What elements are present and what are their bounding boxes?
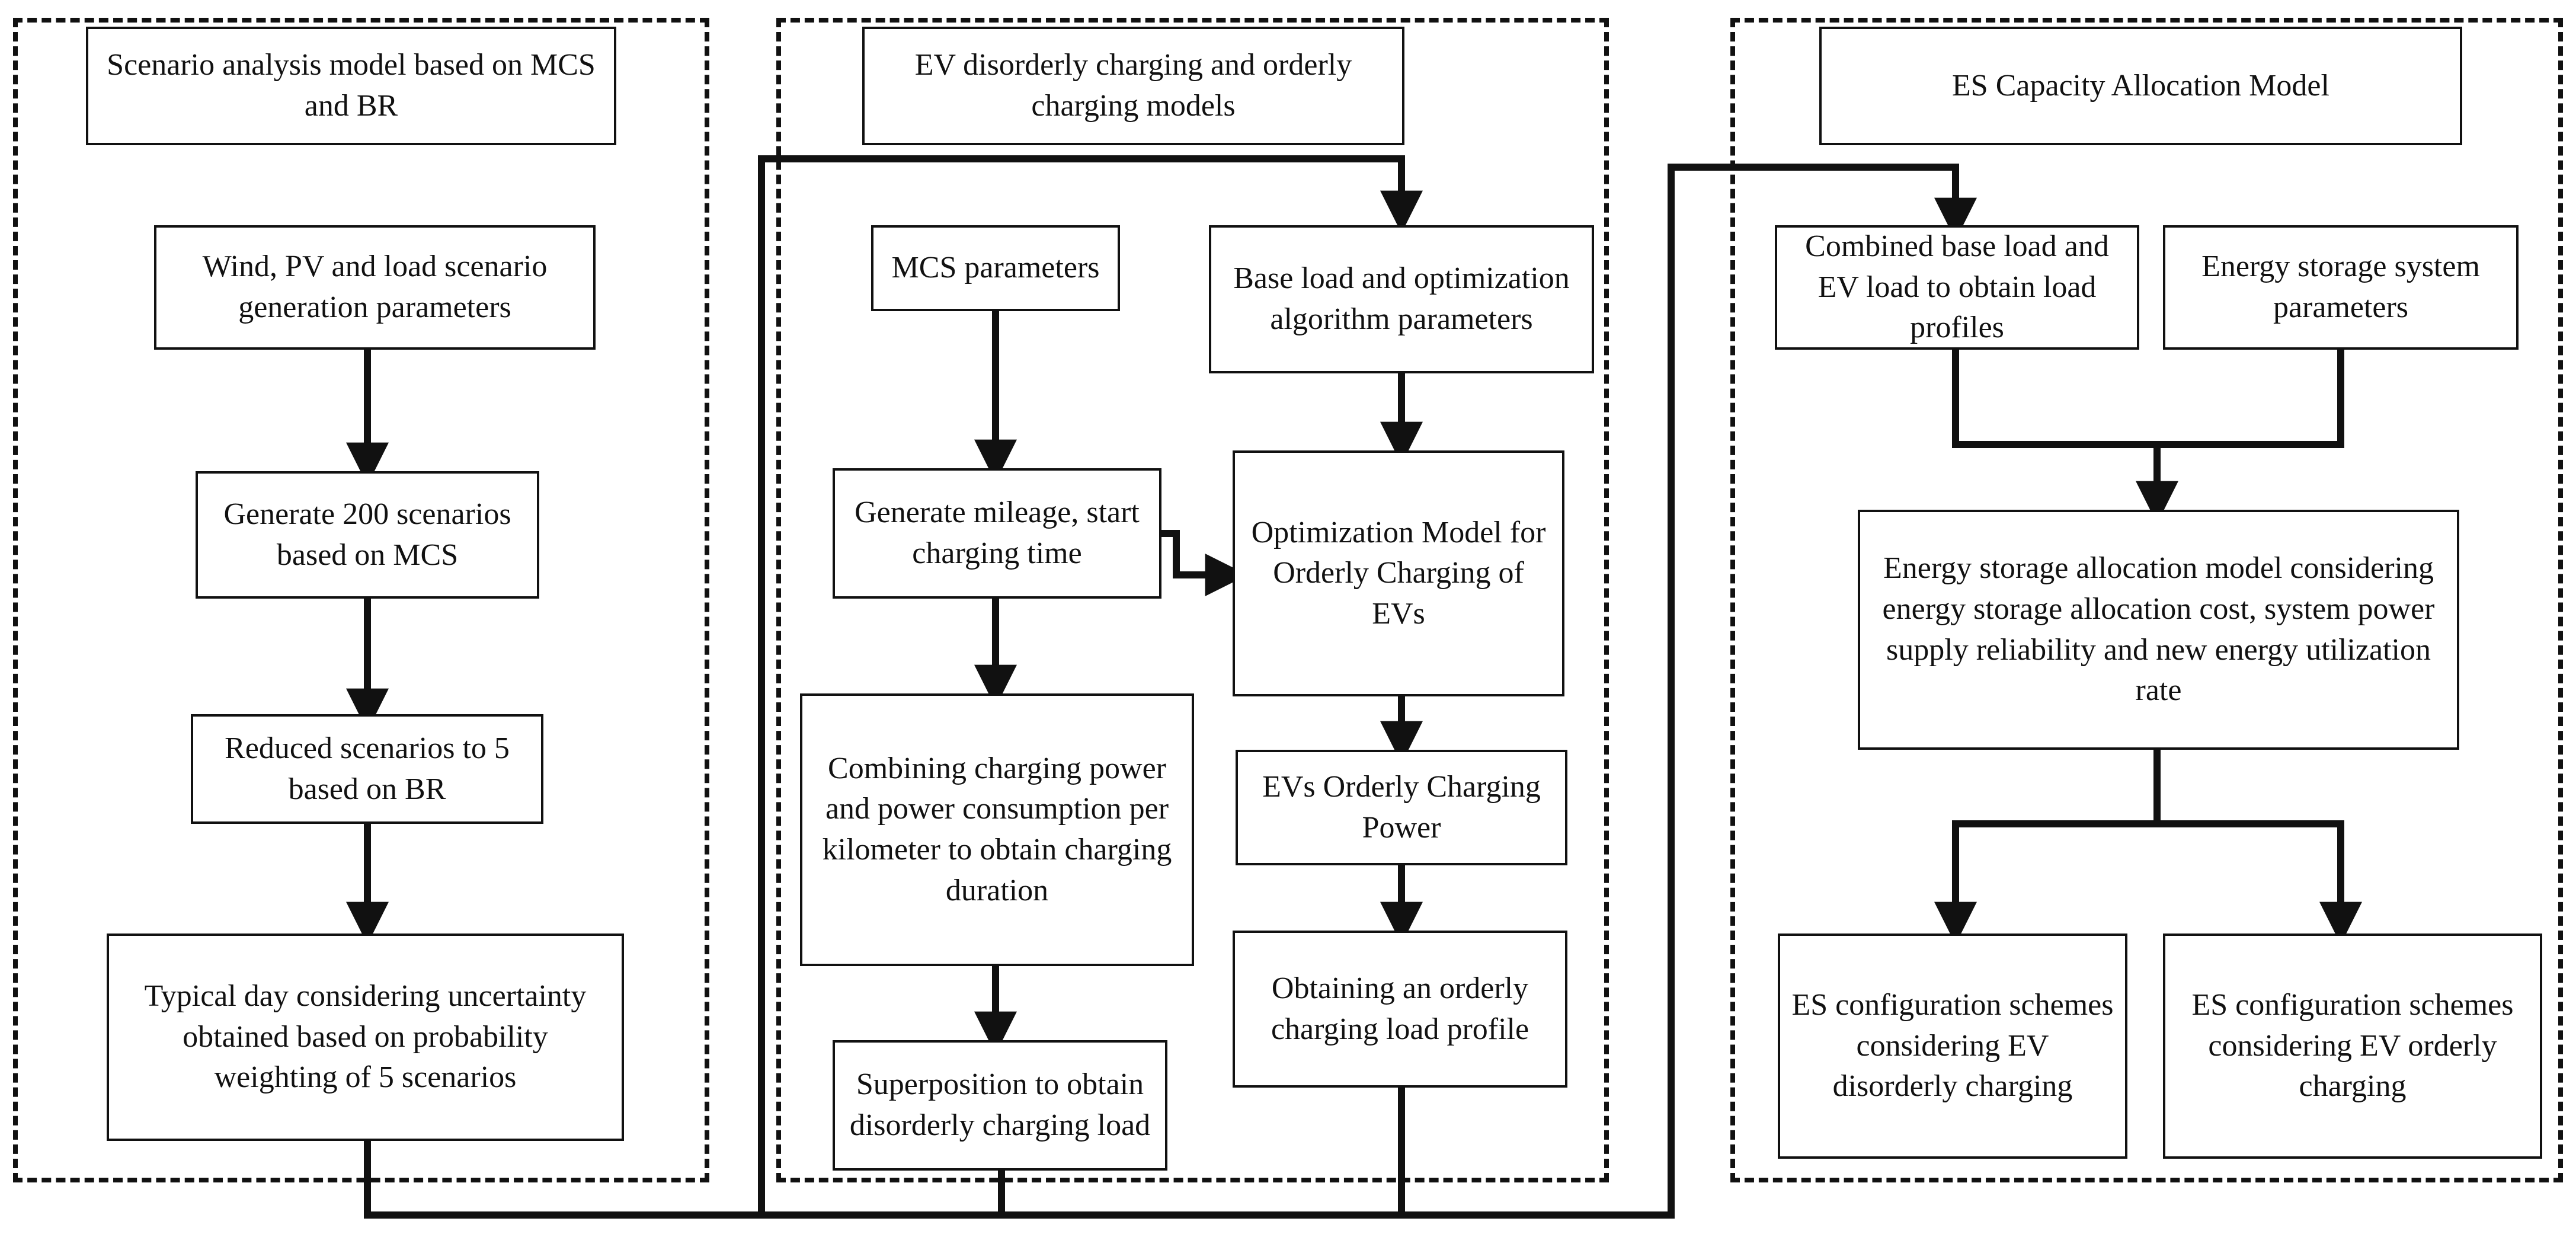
ev-panel: [776, 18, 1609, 1182]
storage-params-box: Energy storage system parameters: [2163, 225, 2519, 350]
scenario-panel-title: Scenario analysis model based on MCS and…: [86, 27, 616, 145]
base-load-params-box: Base load and optimization algorithm par…: [1209, 225, 1594, 373]
line-bottom-to-es: [1001, 164, 1977, 1219]
reduce-scenarios-box: Reduced scenarios to 5 based on BR: [191, 714, 543, 824]
line-bottom-up-left: [758, 155, 1423, 1219]
orderly-profile-box: Obtaining an orderly charging load profi…: [1233, 931, 1567, 1088]
arrow-mileage-to-opt: [1161, 530, 1248, 596]
generate-scenarios-box: Generate 200 scenarios based on MCS: [196, 471, 539, 599]
allocation-model-box: Energy storage allocation model consider…: [1858, 510, 2459, 750]
charging-duration-box: Combining charging power and power consu…: [800, 693, 1194, 966]
disorderly-scheme-box: ES configuration schemes considering EV …: [1778, 934, 2127, 1159]
optimization-model-box: Optimization Model for Orderly Charging …: [1233, 450, 1564, 696]
orderly-scheme-box: ES configuration schemes considering EV …: [2163, 934, 2542, 1159]
ev-panel-title: EV disorderly charging and orderly charg…: [862, 27, 1404, 145]
mcs-params-box: MCS parameters: [871, 225, 1120, 311]
superposition-box: Superposition to obtain disorderly charg…: [833, 1040, 1167, 1171]
es-panel-title: ES Capacity Allocation Model: [1819, 27, 2462, 145]
scenario-params-box: Wind, PV and load scenario generation pa…: [154, 225, 596, 350]
combined-load-box: Combined base load and EV load to obtain…: [1775, 225, 2139, 350]
orderly-power-box: EVs Orderly Charging Power: [1236, 750, 1567, 865]
es-panel: [1730, 18, 2563, 1182]
scenario-panel: [13, 18, 709, 1182]
typical-day-box: Typical day considering uncertainty obta…: [107, 934, 624, 1141]
mileage-box: Generate mileage, start charging time: [833, 468, 1161, 599]
